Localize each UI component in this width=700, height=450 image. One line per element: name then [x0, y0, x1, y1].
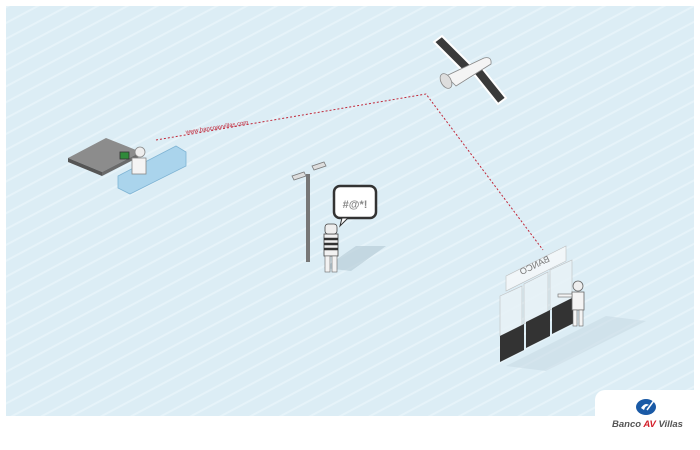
logo-text: Banco AV Villas — [595, 419, 700, 430]
brand-logo: Banco AV Villas — [595, 390, 700, 450]
satellite-icon — [432, 34, 508, 106]
speech-bubble: #@*! — [332, 184, 378, 228]
speech-text: #@*! — [343, 199, 368, 211]
street-scene: #@*! — [291, 161, 386, 273]
logo-word-villas: Villas — [658, 419, 683, 430]
logo-word-banco: Banco — [612, 419, 642, 430]
logo-word-av: AV — [643, 419, 656, 430]
scene: www.bancoavvillas.com — [6, 6, 694, 416]
logo-emblem-icon — [636, 398, 656, 415]
bank-branch: BANCO — [499, 245, 646, 371]
home-scene — [68, 138, 187, 195]
connection-lines — [155, 93, 544, 251]
